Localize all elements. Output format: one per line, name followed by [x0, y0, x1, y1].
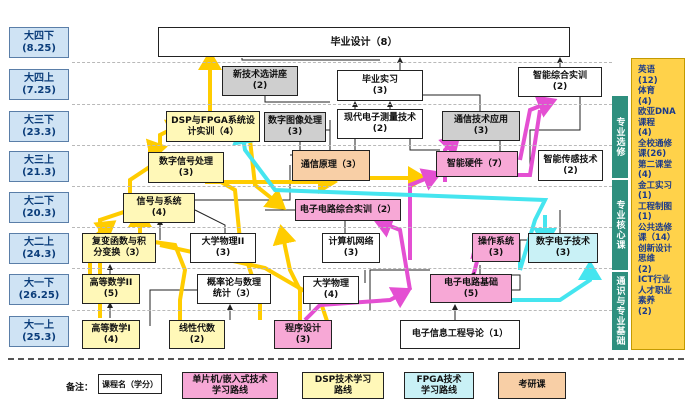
course-university-physics: 大学物理(4) — [303, 276, 359, 304]
semester-freshman-spring: 大一下(26.25) — [9, 274, 69, 305]
legend-route-embedded: 单片机/嵌入式技术 学习路线 — [182, 372, 278, 399]
row-separator — [72, 145, 612, 146]
legend-route-grad: 考研课 — [498, 372, 566, 399]
row-separator — [72, 227, 612, 228]
course-ee-intro: 电子信息工程导论（1） — [400, 320, 520, 349]
course-communication-principles: 通信原理（3） — [292, 150, 370, 181]
course-programming: 程序设计(3) — [274, 320, 332, 349]
course-new-tech-lecture: 新技术选讲座(2) — [222, 66, 298, 96]
course-electronic-circuits: 电子电路基础(5) — [430, 274, 512, 303]
semester-freshman-fall: 大一上(25.3) — [9, 316, 69, 347]
course-graduation-internship: 毕业实习(3) — [337, 70, 423, 101]
course-smart-integrated-training: 智能综合实训(2) — [518, 67, 602, 97]
legend-route-fpga: FPGA技术 学习路线 — [404, 372, 474, 399]
course-smart-sensing: 智能传感技术(2) — [538, 150, 603, 181]
course-digital-image-processing: 数字图像处理(3) — [264, 112, 326, 142]
course-modern-measurement: 现代电子测量技术(2) — [337, 109, 423, 139]
elective-credits-panel: 英语 (12) 体育 (4) 欧亚DNA 课程 (4) 全校通修 课(26) 第… — [631, 58, 685, 350]
course-comm-tech-application: 通信技术应用(3) — [442, 111, 520, 141]
course-linear-algebra: 线性代数(2) — [169, 320, 225, 349]
semester-sophomore-spring: 大二下(20.3) — [9, 192, 69, 223]
row-separator — [72, 268, 612, 269]
semester-sophomore-fall: 大二上(24.3) — [9, 233, 69, 264]
course-university-physics-2: 大学物理II(3) — [190, 233, 256, 263]
semester-junior-spring: 大三下(23.3) — [9, 111, 69, 142]
category-tab-general-major: 通识与专业基础 — [612, 272, 628, 350]
course-digital-electronics: 数字电子技术(3) — [528, 233, 598, 263]
category-tab-major-elective: 专业选修 — [612, 96, 628, 178]
course-circuit-training: 电子电路综合实训（2） — [295, 199, 401, 221]
course-operating-systems: 操作系统(3) — [472, 233, 520, 262]
footer-divider — [8, 358, 684, 360]
category-tab-major-core: 专业核心课 — [612, 180, 628, 270]
semester-senior-spring: 大四下(8.25) — [9, 27, 69, 58]
course-dsp-fpga-training: DSP与FPGA系统设计实训（4） — [166, 111, 260, 142]
legend-label: 备注： — [66, 383, 94, 393]
row-separator — [72, 104, 612, 105]
course-advanced-math-1: 高等数学I(4) — [82, 320, 140, 349]
row-separator — [72, 310, 612, 311]
legend-course-format: 课程名（学分） — [98, 374, 162, 394]
course-advanced-math-2: 高等数学II(5) — [82, 274, 140, 304]
course-complex-functions: 复变函数与积分变换（3） — [82, 233, 156, 263]
course-smart-hardware: 智能硬件（7） — [436, 151, 518, 177]
course-signals-systems: 信号与系统(4) — [123, 193, 195, 223]
semester-junior-fall: 大三上(21.3) — [9, 151, 69, 182]
semester-senior-fall: 大四上(7.25) — [9, 69, 69, 100]
course-graduation-design: 毕业设计（8） — [158, 27, 570, 57]
legend-route-dsp: DSP技术学习 路线 — [302, 372, 384, 399]
course-digital-signal-processing: 数字信号处理(3) — [148, 152, 224, 183]
row-separator — [72, 186, 612, 187]
course-probability-statistics: 概率论与数理统计（3） — [197, 274, 271, 304]
row-separator — [72, 62, 612, 63]
course-computer-networks: 计算机网络(3) — [322, 233, 380, 263]
